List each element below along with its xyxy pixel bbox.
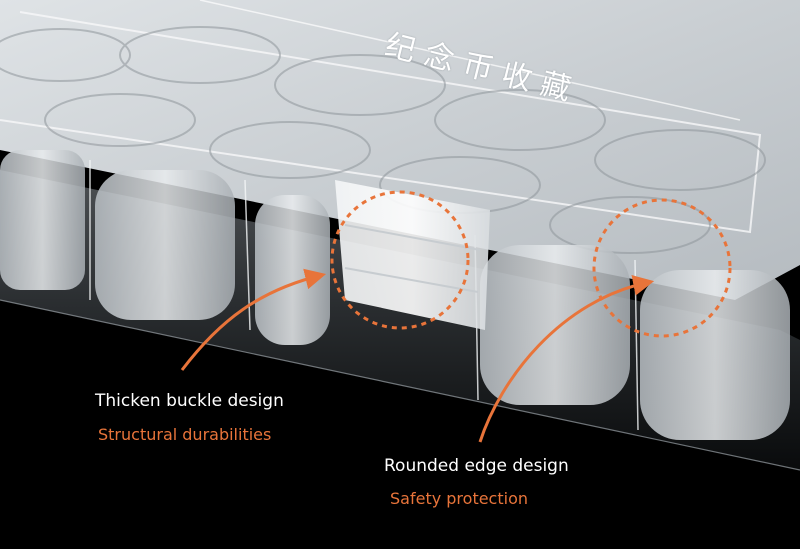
callout-1-title: Thicken buckle design (95, 391, 284, 411)
callout-2-title: Rounded edge design (384, 456, 569, 476)
callout-2-subtitle: Safety protection (390, 489, 528, 508)
callout-1-subtitle: Structural durabilities (98, 425, 272, 444)
